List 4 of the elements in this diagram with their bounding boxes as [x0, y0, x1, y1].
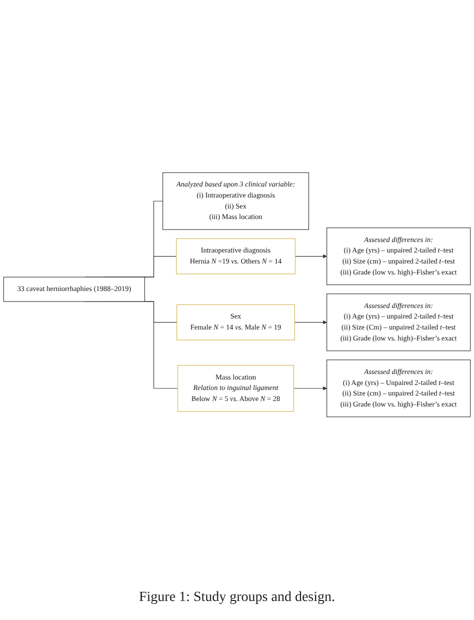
figure-caption: Figure 1: Study groups and design.: [138, 590, 336, 606]
arrow: [294, 320, 327, 325]
arrow: [293, 386, 327, 391]
arrow: [294, 254, 327, 259]
